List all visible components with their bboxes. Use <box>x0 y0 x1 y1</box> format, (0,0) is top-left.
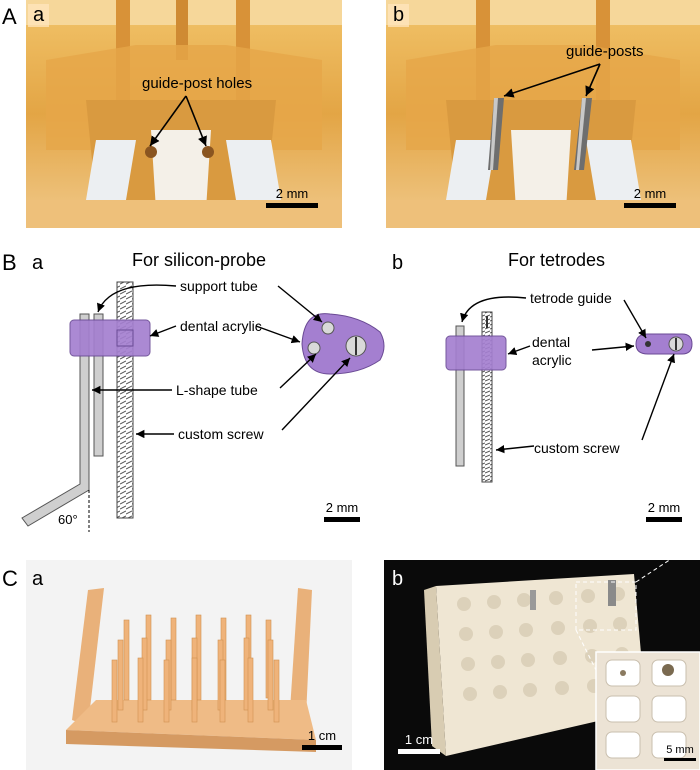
scale-label: 2 mm <box>633 186 667 201</box>
top-view-acrylic-tetrode <box>635 333 693 355</box>
scale-bar-B-b: 2 mm <box>646 500 682 522</box>
sublabel-C-a: a <box>32 568 44 590</box>
scale-bar-C-b: 1 cm <box>398 732 440 754</box>
diagram-tetrodes <box>445 296 693 483</box>
scale-bar <box>624 203 676 208</box>
label-angle-60: 60° <box>58 512 78 527</box>
custom-screw-tetrode <box>481 311 493 483</box>
top-view-l-tube-hole <box>307 341 321 355</box>
label-tetrode-guide: tetrode guide <box>530 290 612 306</box>
scale-label: 1 cm <box>404 732 434 747</box>
scale-label: 2 mm <box>275 186 309 201</box>
photo-silicone-mold <box>384 560 700 770</box>
sublabel-A-b: b <box>388 4 410 27</box>
scale-bar-B-a: 2 mm <box>324 500 360 522</box>
scale-bar <box>324 517 360 522</box>
sublabel-C-b: b <box>392 568 404 590</box>
label-dental-acrylic-b-line2: acrylic <box>532 352 572 368</box>
support-tube <box>93 313 104 457</box>
sublabel-B-b: b <box>392 252 404 274</box>
top-view-tetrode-hole <box>645 341 651 347</box>
panel-letter-A: A <box>2 4 17 29</box>
sublabel-B-a: a <box>32 252 44 274</box>
scale-bar <box>664 758 696 761</box>
panel-letter-C: C <box>2 566 18 591</box>
panel-letter-B: B <box>2 250 17 275</box>
dental-acrylic-block <box>69 319 151 357</box>
scale-bar <box>646 517 682 522</box>
arrows-guide-post-holes <box>149 95 207 147</box>
photo-printed-holder-array <box>26 560 352 770</box>
arrows-guide-posts <box>503 63 601 98</box>
tetrode-guide-tube <box>455 325 465 467</box>
label-l-shape-tube: L-shape tube <box>176 382 258 398</box>
top-view-support-tube-hole <box>321 321 335 335</box>
label-dental-acrylic-a: dental acrylic <box>180 318 262 334</box>
scale-label: 5 mm <box>666 744 694 756</box>
label-dental-acrylic-b-line1: dental <box>532 334 571 350</box>
label-custom-screw-b: custom screw <box>534 440 620 456</box>
label-support-tube: support tube <box>180 278 258 294</box>
scale-bar <box>266 203 318 208</box>
diagram-title-tetrodes: For tetrodes <box>508 250 606 270</box>
scale-bar <box>398 749 440 754</box>
custom-screw <box>116 281 134 519</box>
photo-b-guide-posts <box>386 0 700 228</box>
scale-bar-A-b: 2 mm <box>624 186 676 208</box>
annotation-guide-post-holes: guide-post holes <box>142 75 253 92</box>
annotation-guide-posts: guide-posts <box>566 43 644 60</box>
sublabel-A-a: a <box>28 4 50 27</box>
scale-label: 1 cm <box>307 728 337 743</box>
scale-bar-C-a: 1 cm <box>302 728 342 750</box>
label-custom-screw-a: custom screw <box>178 426 264 442</box>
diagram-silicon-probe <box>21 281 385 532</box>
diagram-title-silicon-probe: For silicon-probe <box>132 250 267 270</box>
scale-bar <box>302 745 342 750</box>
scale-bar-A-a: 2 mm <box>266 186 318 208</box>
scale-label: 2 mm <box>325 500 359 515</box>
dental-acrylic-block-tetrode <box>445 335 507 371</box>
scale-bar-C-b-inset: 5 mm <box>664 744 696 761</box>
scale-label: 2 mm <box>647 500 681 515</box>
